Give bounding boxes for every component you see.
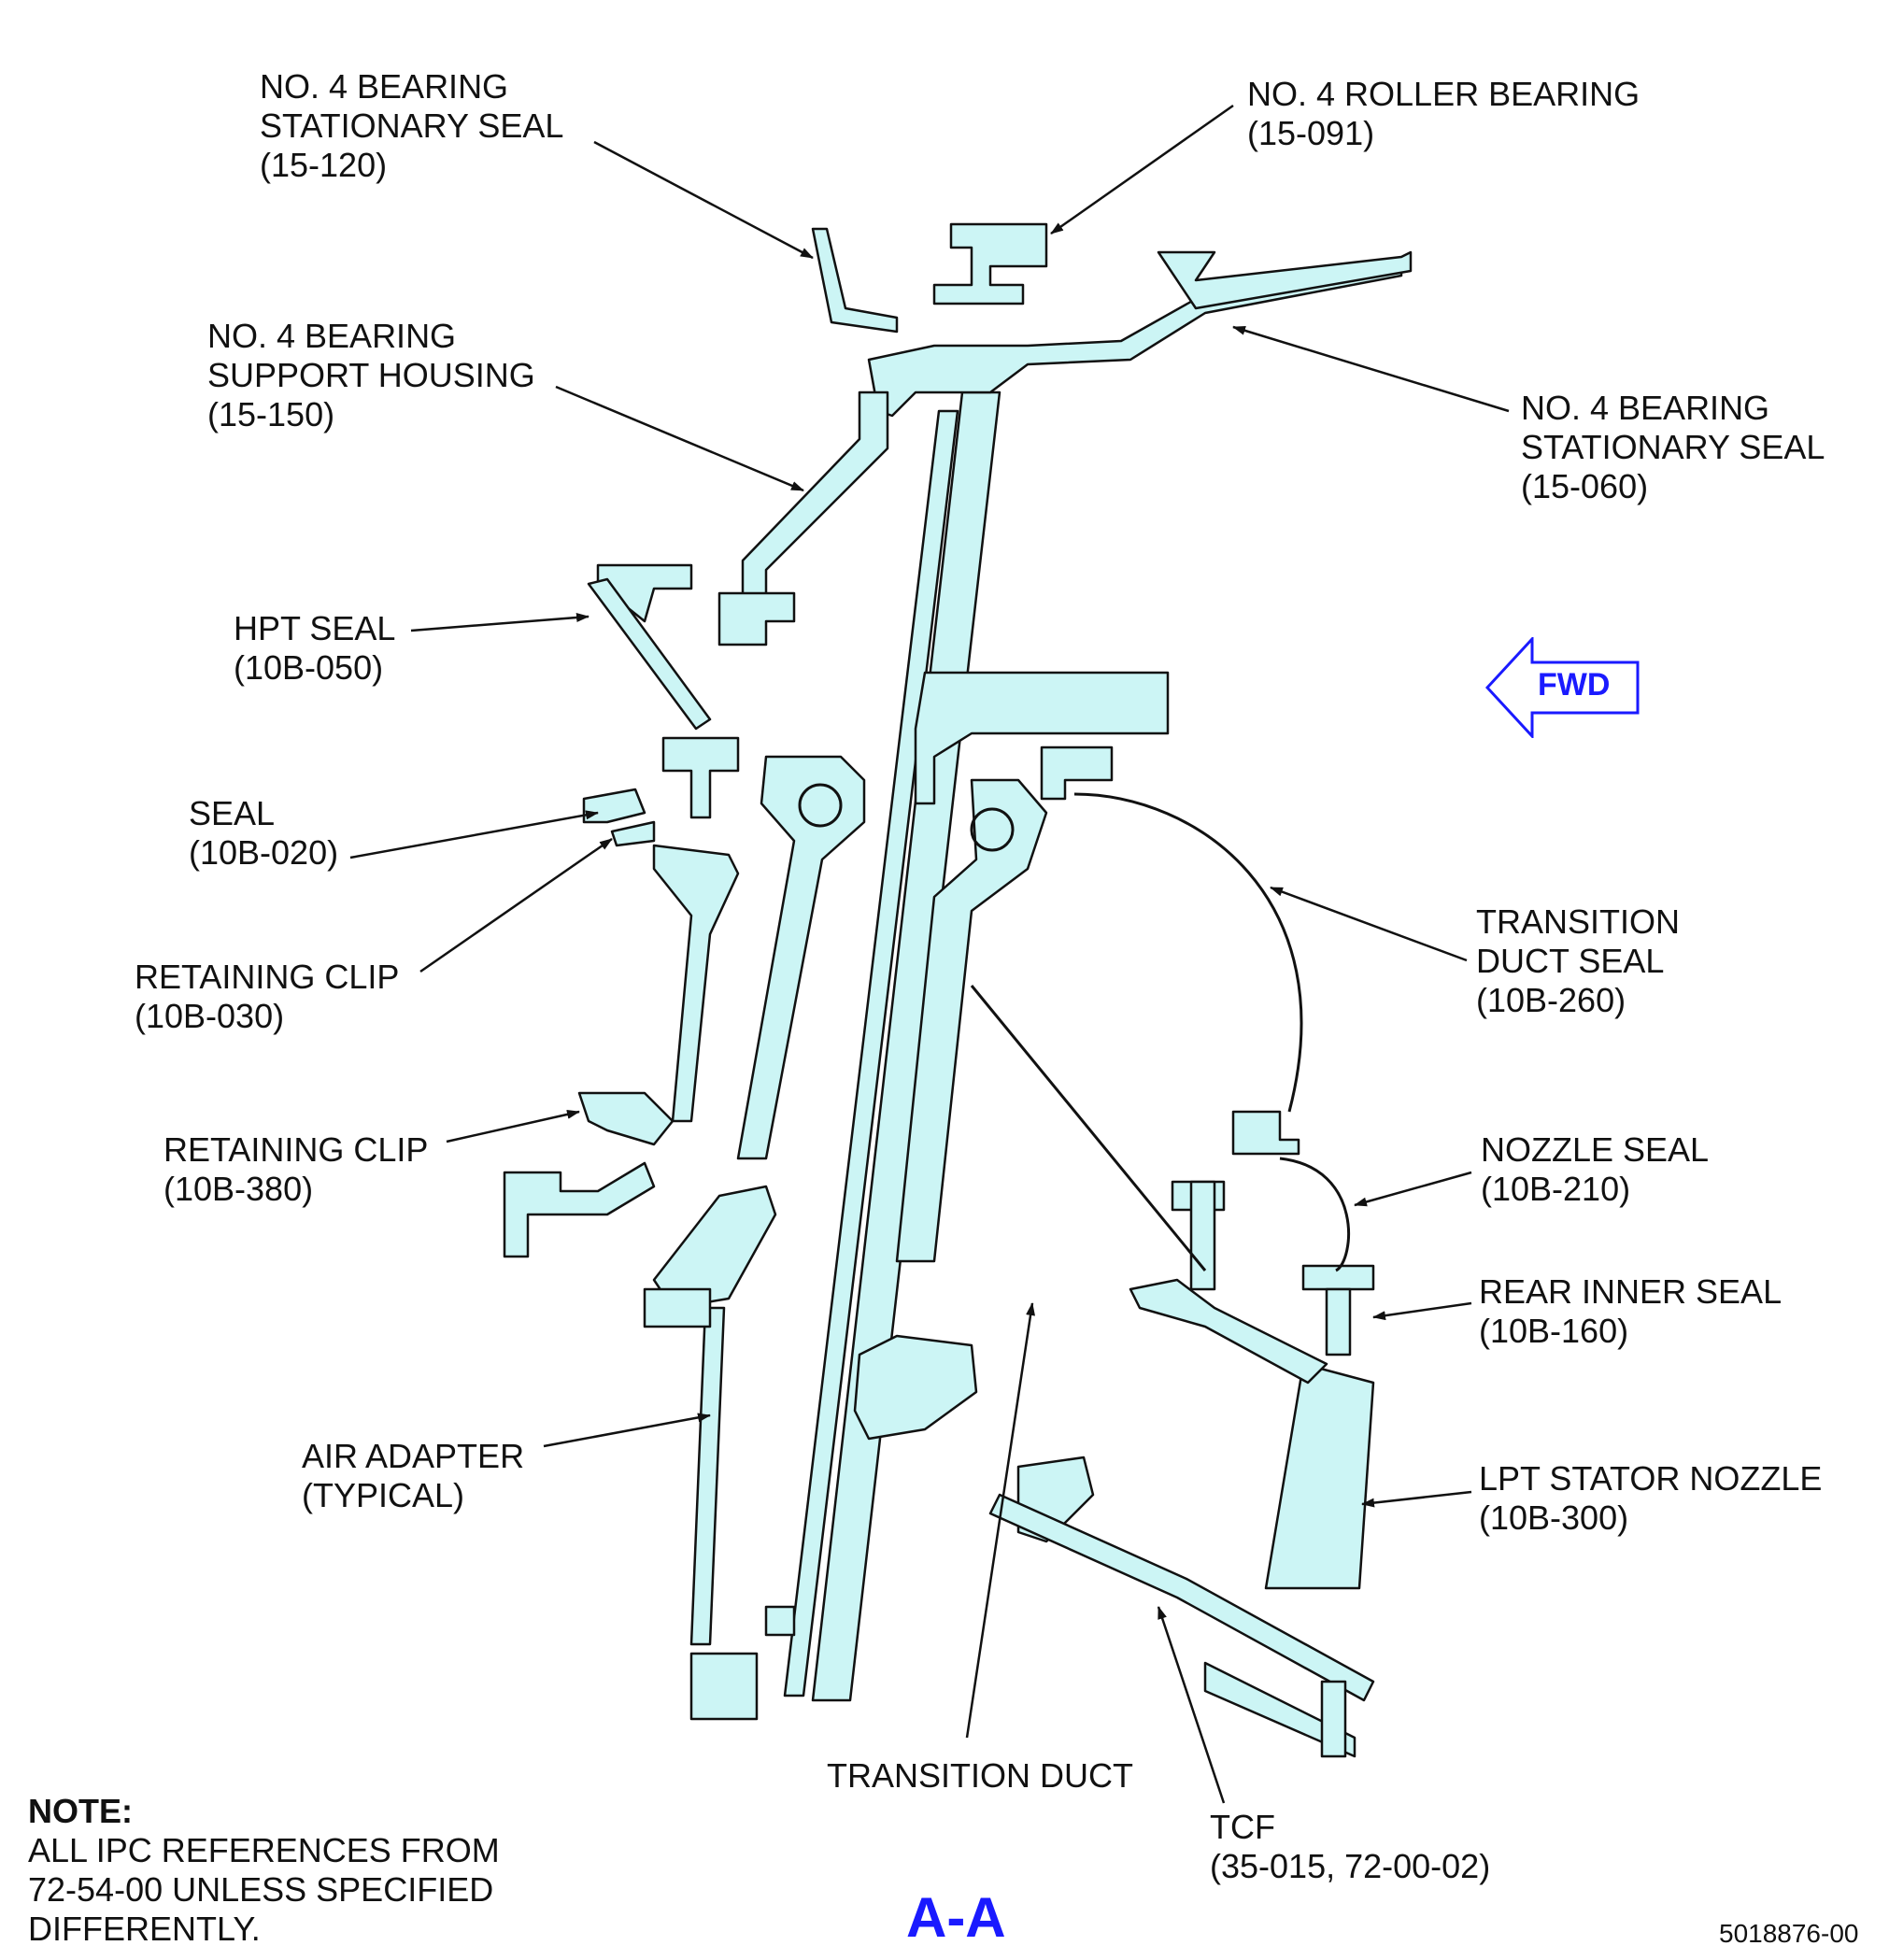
tcf-lower-strut bbox=[988, 1493, 1375, 1702]
leader-lpt-stator-nozzle bbox=[1361, 1490, 1472, 1508]
leader-tcf bbox=[1157, 1606, 1226, 1804]
tcf-lower-block bbox=[1203, 1661, 1356, 1758]
forward-arrow-icon bbox=[1485, 637, 1640, 738]
leader-transition-duct-seal bbox=[1270, 886, 1468, 962]
lower-bearing-block bbox=[643, 1287, 712, 1328]
air-adapter-arm bbox=[652, 844, 740, 1123]
leader-hpt-seal bbox=[410, 613, 589, 632]
support-housing-top bbox=[867, 260, 1403, 418]
transition-duct-seal-part bbox=[1231, 1110, 1300, 1156]
hpt-bracket bbox=[587, 577, 712, 731]
lower-shaft-end bbox=[689, 1652, 759, 1721]
main-shaft bbox=[811, 391, 1001, 1702]
leader-seal-120 bbox=[593, 140, 814, 260]
note-block: NOTE: ALL IPC REFERENCES FROM 72-54-00 U… bbox=[28, 1792, 500, 1949]
transition-duct-seal-arc bbox=[1073, 792, 1303, 1113]
leader-retaining-clip-380 bbox=[446, 1109, 580, 1143]
stationary-seal-060-part bbox=[1157, 250, 1413, 310]
note-line: ALL IPC REFERENCES FROM bbox=[28, 1831, 500, 1869]
fwd-label: FWD bbox=[1538, 667, 1611, 703]
leader-retaining-clip-030 bbox=[419, 837, 613, 973]
air-adapter-lower bbox=[689, 1306, 726, 1646]
leader-support-housing bbox=[555, 385, 804, 492]
frame-bolt-circle-1 bbox=[798, 783, 843, 828]
label-rear-inner-seal: REAR INNER SEAL(10B-160) bbox=[1479, 1272, 1782, 1350]
leader-air-adapter bbox=[543, 1413, 711, 1448]
label-transition-duct: TRANSITION DUCT bbox=[827, 1756, 1133, 1795]
section-label: A-A bbox=[906, 1886, 1006, 1949]
retaining-clip-380-part bbox=[577, 1091, 675, 1146]
duct-bearing-block bbox=[1040, 746, 1114, 801]
leader-seal-020 bbox=[349, 810, 599, 859]
seal-020-part bbox=[582, 788, 646, 824]
rear-inner-seal-part bbox=[1301, 1264, 1375, 1291]
roller-bearing-part bbox=[932, 222, 1048, 305]
label-hpt-seal: HPT SEAL(10B-050) bbox=[234, 609, 396, 687]
label-lpt-stator-nozzle: LPT STATOR NOZZLE(10B-300) bbox=[1479, 1459, 1823, 1537]
leader-roller-bearing bbox=[1050, 104, 1234, 235]
nozzle-seal-arc bbox=[1279, 1157, 1350, 1272]
document-number: 5018876-00 bbox=[1719, 1919, 1859, 1948]
duct-lower-housing bbox=[853, 1334, 978, 1441]
label-nozzle-seal: NOZZLE SEAL(10B-210) bbox=[1481, 1130, 1710, 1208]
leader-seal-060 bbox=[1232, 325, 1510, 413]
left-frame-spoke bbox=[736, 755, 866, 1160]
label-tcf: TCF(35-015, 72-00-02) bbox=[1210, 1808, 1491, 1885]
label-air-adapter: AIR ADAPTER(TYPICAL) bbox=[302, 1437, 525, 1514]
label-retaining-clip-030: RETAINING CLIP(10B-030) bbox=[135, 958, 400, 1035]
duct-outer-wall bbox=[1129, 1278, 1328, 1385]
leader-transition-duct bbox=[965, 1302, 1036, 1739]
lower-left-flange bbox=[503, 1161, 656, 1258]
note-line: 72-54-00 UNLESS SPECIFIED bbox=[28, 1870, 494, 1909]
note-heading: NOTE: bbox=[28, 1792, 133, 1830]
stationary-seal-120-part bbox=[811, 227, 899, 334]
frame-bolt-circle-2 bbox=[970, 807, 1015, 852]
leader-nozzle-seal bbox=[1354, 1171, 1472, 1207]
leader-rear-inner-seal bbox=[1372, 1301, 1472, 1321]
label-seal: SEAL(10B-020) bbox=[189, 794, 339, 872]
left-diagonal-strut bbox=[970, 985, 1207, 1271]
note-line: DIFFERENTLY. bbox=[28, 1910, 261, 1948]
support-housing-body bbox=[741, 391, 889, 618]
right-frame-spoke bbox=[895, 778, 1048, 1263]
duct-upper-flange bbox=[914, 671, 1170, 805]
lower-shaft-foot bbox=[764, 1605, 796, 1637]
label-no4-roller-bearing: NO. 4 ROLLER BEARING(15-091) bbox=[1247, 75, 1640, 152]
frame-block-mid bbox=[661, 736, 740, 819]
rear-inner-seal-stem bbox=[1325, 1287, 1352, 1356]
nozzle-left-block bbox=[1189, 1180, 1216, 1291]
tcf-foot bbox=[1320, 1680, 1347, 1758]
lpt-stator-nozzle-part bbox=[1264, 1362, 1375, 1590]
retaining-clip-030-part bbox=[610, 820, 656, 847]
label-retaining-clip-380: RETAINING CLIP(10B-380) bbox=[163, 1130, 429, 1208]
frame-block-upper bbox=[717, 591, 796, 646]
